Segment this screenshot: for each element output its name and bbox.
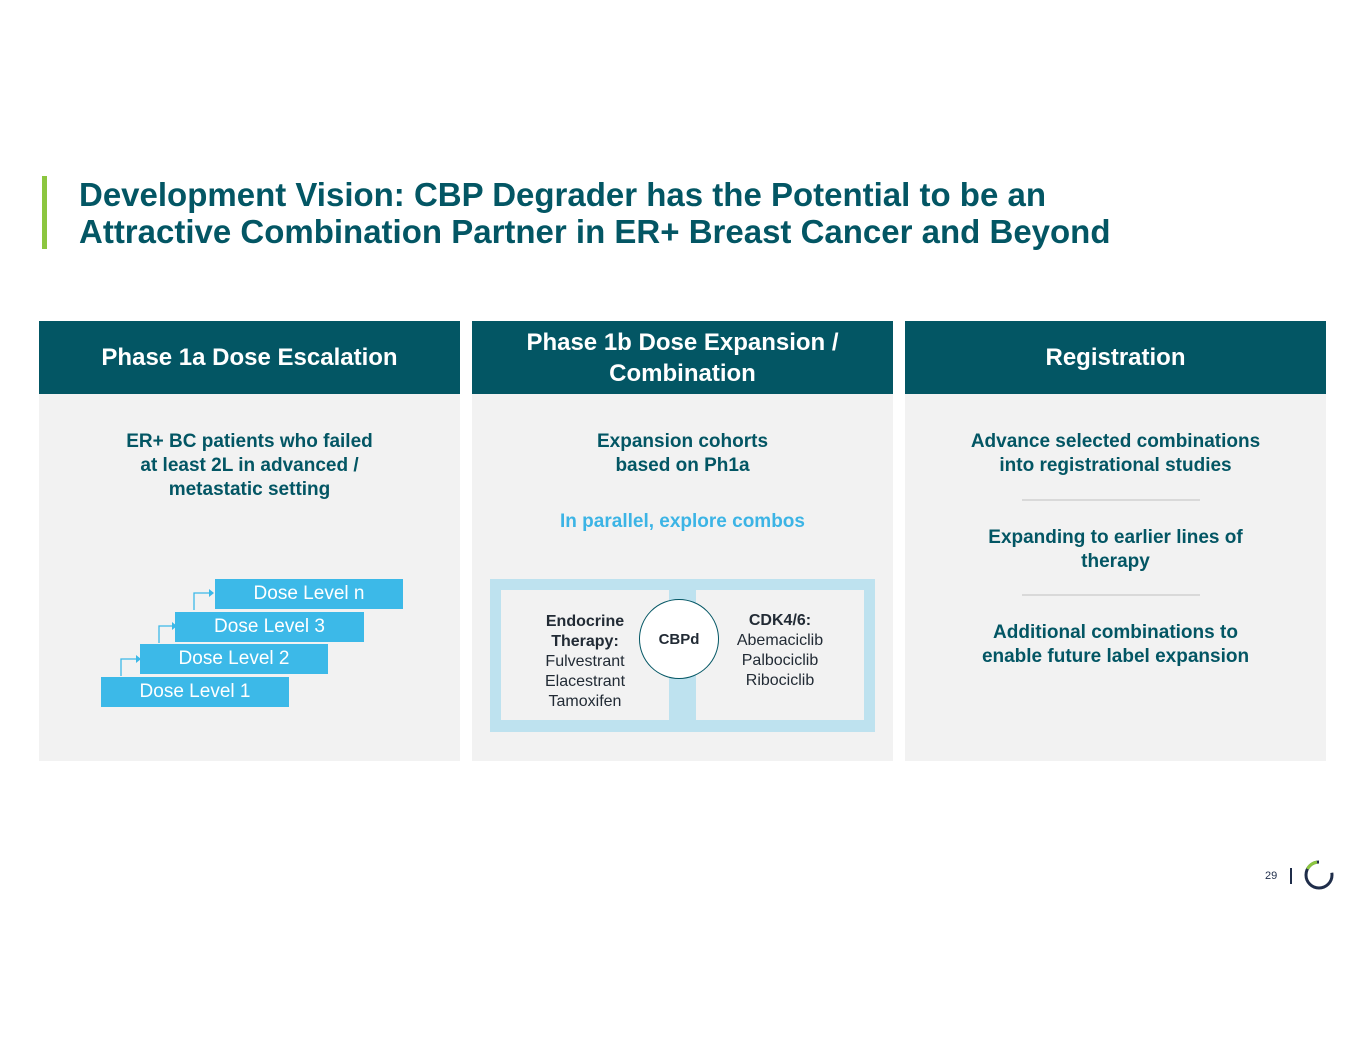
cdk46-box: CDK4/6: Abemaciclib Palbociclib Ribocicl… (696, 590, 864, 720)
registration-point: Advance selected combinations into regis… (905, 430, 1326, 478)
header-label: Registration (1045, 344, 1186, 371)
drug-item: Ribociclib (745, 672, 815, 689)
drug-item: Palbociclib (741, 652, 819, 669)
phase-1a-panel: Phase 1a Dose Escalation ER+ BC patients… (39, 321, 460, 761)
drug-item: Elacestrant (544, 673, 626, 690)
divider (1022, 499, 1200, 501)
text-line: Expansion cohorts (596, 431, 769, 452)
text-line: at least 2L in advanced / (140, 455, 359, 476)
dose-level-n: Dose Level n (215, 579, 403, 609)
dose-level-3: Dose Level 3 (175, 612, 364, 642)
company-logo-icon (1304, 860, 1334, 890)
box-heading: Endocrine (545, 613, 625, 630)
step-arrow-icon (193, 592, 209, 610)
title-line: Development Vision: CBP Degrader has the… (79, 176, 1046, 213)
drug-item: Fulvestrant (545, 653, 625, 670)
header-label: Combination (609, 359, 756, 387)
step-arrow-icon (120, 658, 136, 676)
text-line: Expanding to earlier lines of (988, 527, 1243, 548)
phase-1a-description: ER+ BC patients who failed at least 2L i… (39, 430, 460, 502)
escalation-arrows (120, 589, 214, 676)
dose-level-1: Dose Level 1 (101, 677, 289, 707)
text-line: Advance selected combinations (970, 431, 1261, 452)
arrowhead-icon (172, 622, 177, 630)
phase-1b-header: Phase 1b Dose Expansion / Combination (472, 321, 893, 394)
header-label: Phase 1b Dose Expansion / (526, 328, 839, 356)
page-number: 29 (1265, 870, 1278, 882)
text-line: therapy (1081, 551, 1150, 572)
registration-panel: Registration Advance selected combinatio… (905, 321, 1326, 761)
text-line: into registrational studies (999, 455, 1232, 476)
phase-1a-header: Phase 1a Dose Escalation (39, 321, 460, 394)
phase-1b-panel: Phase 1b Dose Expansion / Combination Ex… (472, 321, 893, 761)
box-heading: CDK4/6: (748, 612, 812, 629)
combination-diagram: Endocrine Therapy: Fulvestrant Elacestra… (490, 579, 875, 732)
text-line: Additional combinations to (993, 622, 1238, 643)
registration-header: Registration (905, 321, 1326, 394)
slide-title: Development Vision: CBP Degrader has the… (79, 176, 1279, 250)
arrowhead-icon (209, 589, 214, 597)
header-label: Phase 1a Dose Escalation (101, 344, 398, 371)
phase-1b-description: Expansion cohorts based on Ph1a (472, 430, 893, 478)
endocrine-therapy-box: Endocrine Therapy: Fulvestrant Elacestra… (501, 590, 669, 720)
text-line: ER+ BC patients who failed (126, 431, 373, 452)
drug-item: Abemaciclib (736, 632, 824, 649)
registration-point: Additional combinations to enable future… (905, 621, 1326, 669)
title-accent-bar (42, 176, 47, 249)
divider (1022, 594, 1200, 596)
cbpd-circle: CBPd (639, 599, 719, 679)
text-line: based on Ph1a (615, 455, 750, 476)
step-arrow-icon (158, 625, 172, 643)
drug-item: Tamoxifen (548, 693, 622, 710)
title-line: Attractive Combination Partner in ER+ Br… (79, 213, 1111, 250)
arrowhead-icon (136, 655, 141, 663)
text-line: metastatic setting (168, 479, 331, 500)
page-separator (1290, 868, 1292, 884)
registration-point: Expanding to earlier lines of therapy (905, 526, 1326, 574)
dose-level-2: Dose Level 2 (140, 644, 328, 674)
parallel-combos-note: In parallel, explore combos (560, 511, 805, 532)
text-line: enable future label expansion (981, 646, 1250, 667)
box-heading: Therapy: (551, 633, 619, 650)
